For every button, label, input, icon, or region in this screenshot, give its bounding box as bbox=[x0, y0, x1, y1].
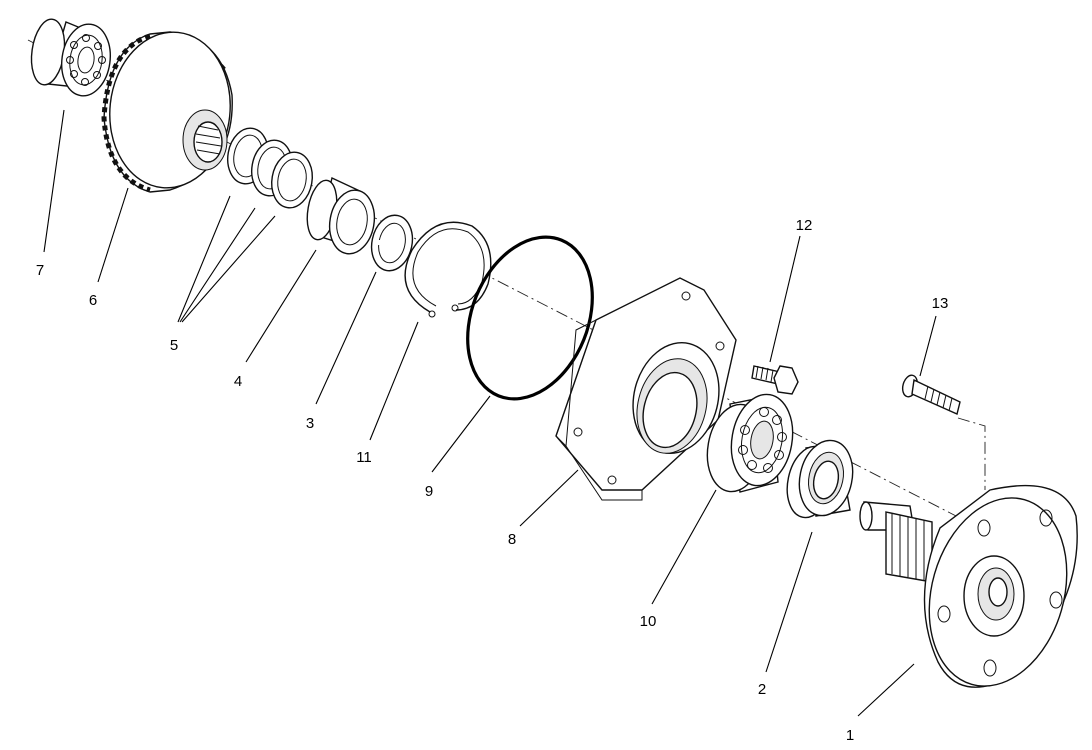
assembly-axis bbox=[27, 39, 986, 519]
leader-8 bbox=[519, 469, 579, 527]
leader-13 bbox=[919, 315, 937, 377]
part-9-o-ring bbox=[466, 235, 594, 401]
callout-1: 1 bbox=[846, 727, 854, 744]
part-8-housing bbox=[555, 277, 737, 501]
leader-2 bbox=[765, 531, 813, 673]
part-13-wheel-stud bbox=[901, 374, 961, 415]
part-5-shims bbox=[227, 127, 313, 209]
leader-12 bbox=[769, 235, 801, 363]
callout-12: 12 bbox=[796, 217, 813, 234]
leader-1 bbox=[857, 663, 915, 717]
leader-5a bbox=[177, 195, 231, 323]
leader-5b bbox=[179, 207, 256, 323]
callout-5: 5 bbox=[170, 337, 178, 354]
callout-2: 2 bbox=[758, 681, 766, 698]
callout-4: 4 bbox=[234, 373, 242, 390]
part-10-roller-bearing bbox=[706, 393, 794, 493]
part-7-end-bearing bbox=[30, 18, 111, 97]
callout-10: 10 bbox=[640, 613, 657, 630]
callout-3: 3 bbox=[306, 415, 314, 432]
leader-3 bbox=[315, 271, 377, 405]
leader-lines bbox=[43, 109, 937, 717]
part-1-axle-hub bbox=[859, 484, 1078, 688]
callout-7: 7 bbox=[36, 262, 44, 279]
leader-7 bbox=[43, 109, 65, 253]
part-6-ring-gear bbox=[101, 31, 233, 193]
callout-6: 6 bbox=[89, 292, 97, 309]
callout-labels: 7 6 5 4 3 11 9 8 12 13 10 2 1 bbox=[36, 217, 949, 744]
part-11-snap-ring bbox=[404, 221, 492, 318]
leader-4 bbox=[245, 249, 317, 363]
callout-13: 13 bbox=[932, 295, 949, 312]
leader-11 bbox=[369, 321, 419, 441]
part-2-seal bbox=[786, 439, 854, 519]
callout-9: 9 bbox=[425, 483, 433, 500]
callout-11: 11 bbox=[356, 449, 372, 466]
leader-10 bbox=[651, 489, 717, 605]
leader-5c bbox=[181, 215, 276, 323]
callout-8: 8 bbox=[508, 531, 516, 548]
leader-6 bbox=[97, 187, 129, 283]
part-12-hex-bolt bbox=[751, 365, 799, 395]
part-4-bushing bbox=[306, 177, 376, 255]
leader-9 bbox=[431, 395, 491, 473]
part-3-split-ring bbox=[370, 214, 414, 272]
